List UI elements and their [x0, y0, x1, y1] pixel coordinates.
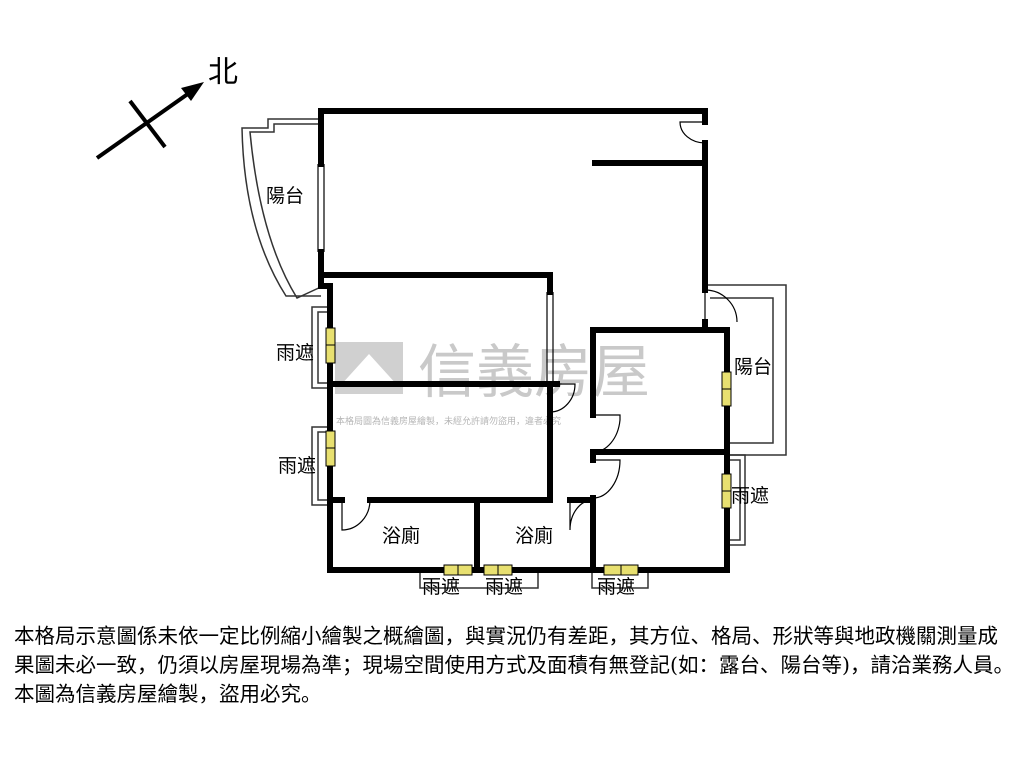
awning-west-lower-label: 雨遮 [278, 455, 316, 477]
awning-south-3-label: 雨遮 [597, 576, 635, 598]
north-arrow-icon [95, 82, 204, 160]
awning-south-1-label: 雨遮 [422, 576, 460, 598]
balcony-east-label: 陽台 [734, 356, 772, 378]
awning-west-upper-label: 雨遮 [276, 342, 314, 364]
door-swings [341, 121, 738, 531]
bathroom-2-label: 浴廁 [515, 524, 553, 547]
walls [318, 108, 730, 573]
awning-south-2-label: 雨遮 [485, 576, 523, 598]
bathroom-1-label: 浴廁 [382, 524, 420, 547]
watermark-notice: 本格局圖為信義房屋繪製，未經允許請勿盜用，違者必究 [336, 415, 561, 427]
north-label: 北 [208, 55, 238, 90]
balcony-west-label: 陽台 [266, 185, 304, 207]
sliding-doors [317, 164, 554, 384]
watermark-brand: 信義房屋 [418, 338, 650, 406]
balcony-outlines [241, 118, 787, 589]
disclaimer-text: 本格局示意圖係未依一定比例縮小繪製之概繪圖，與實況仍有差距，其方位、格局、形狀等… [14, 624, 1014, 706]
windows [325, 327, 732, 576]
watermark: 信義房屋 本格局圖為信義房屋繪製，未經允許請勿盜用，違者必究 [335, 338, 650, 427]
awning-east-label: 雨遮 [731, 485, 769, 507]
